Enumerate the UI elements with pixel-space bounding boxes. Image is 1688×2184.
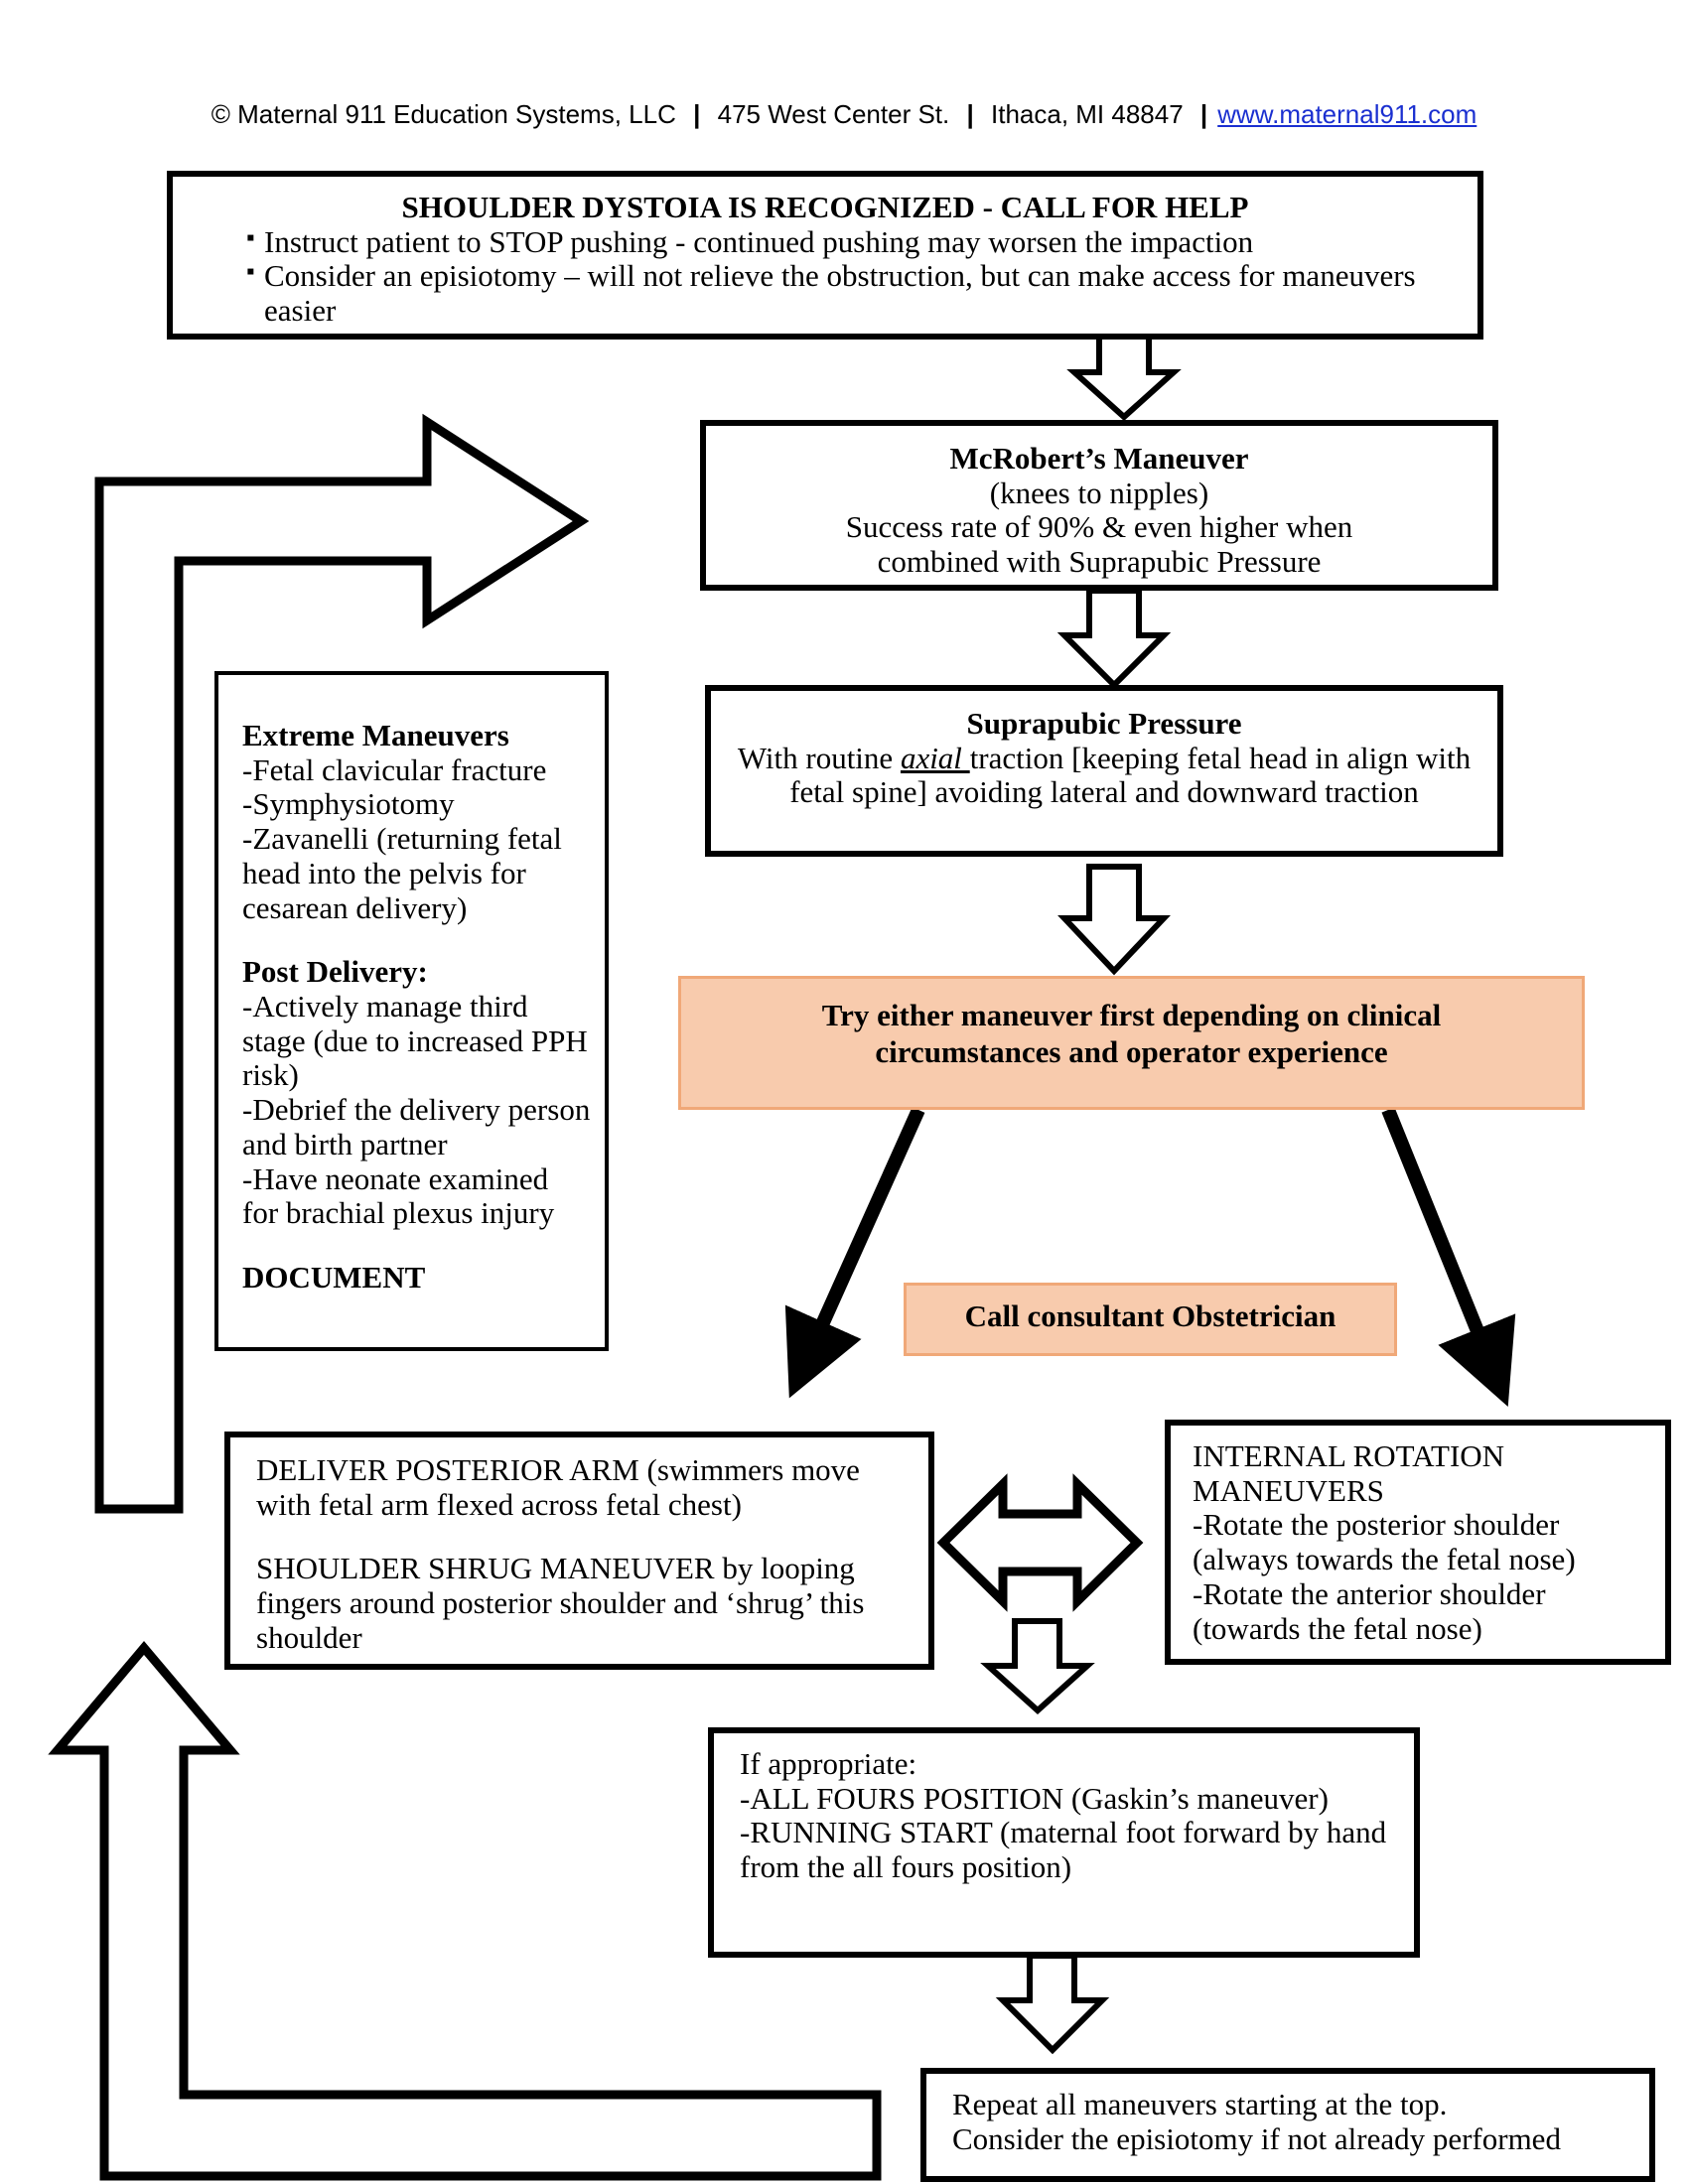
suprapubic-text-start: With routine	[737, 740, 901, 775]
header-separator: |	[1199, 99, 1208, 129]
mcroberts-line2: Success rate of 90% & even higher when c…	[845, 509, 1353, 580]
copyright-text: © Maternal 911 Education Systems, LLC	[211, 99, 676, 129]
left-diagonal-arrow	[784, 1107, 925, 1399]
internal-rotation-item: -Rotate the posterior shoulder (always t…	[1193, 1507, 1576, 1577]
try-either-text: Try either maneuver first depending on c…	[821, 998, 1442, 1070]
city-text: Ithaca, MI 48847	[991, 99, 1184, 129]
mcroberts-title: McRobert’s Maneuver	[949, 441, 1249, 476]
recognize-bullet: Instruct patient to STOP pushing - conti…	[173, 224, 1458, 260]
extreme-item: -Fetal clavicular fracture	[242, 751, 547, 787]
posterior-arm-text: DELIVER POSTERIOR ARM (swimmers move wit…	[256, 1452, 860, 1522]
header-separator: |	[966, 99, 974, 129]
suprapubic-emphasis: axial	[900, 740, 970, 775]
down-arrow-5	[995, 1953, 1110, 2055]
down-arrow-3	[1057, 864, 1171, 976]
header-bar: © Maternal 911 Education Systems, LLC | …	[0, 99, 1688, 130]
all-fours-item: -ALL FOURS POSITION (Gaskin’s maneuver)	[740, 1780, 1329, 1816]
double-arrow	[936, 1473, 1144, 1612]
suprapubic-title: Suprapubic Pressure	[966, 706, 1242, 741]
website-link[interactable]: www.maternal911.com	[1217, 99, 1477, 129]
recognize-bullets: Instruct patient to STOP pushing - conti…	[173, 224, 1458, 329]
mcroberts-line1: (knees to nipples)	[989, 475, 1209, 510]
internal-rotation-box: INTERNAL ROTATION MANEUVERS -Rotate the …	[1165, 1420, 1671, 1665]
down-arrow-2	[1056, 588, 1172, 690]
extreme-item: -Zavanelli (returning fetal head into th…	[242, 821, 562, 925]
extreme-title: Extreme Maneuvers	[242, 718, 509, 752]
recognize-bullet: Consider an episiotomy – will not reliev…	[173, 258, 1458, 328]
posterior-arm-box: DELIVER POSTERIOR ARM (swimmers move wit…	[224, 1432, 934, 1670]
recognize-title: SHOULDER DYSTOIA IS RECOGNIZED - CALL FO…	[401, 190, 1249, 224]
shoulder-shrug-text: SHOULDER SHRUG MANEUVER by looping finge…	[256, 1551, 865, 1655]
internal-rotation-title: INTERNAL ROTATION MANEUVERS	[1193, 1438, 1505, 1508]
document-label: DOCUMENT	[242, 1260, 426, 1296]
all-fours-box: If appropriate: -ALL FOURS POSITION (Gas…	[708, 1727, 1420, 1958]
mcroberts-box: McRobert’s Maneuver (knees to nipples) S…	[700, 420, 1498, 591]
try-either-box: Try either maneuver first depending on c…	[678, 976, 1585, 1110]
extreme-item: -Symphysiotomy	[242, 786, 455, 822]
post-delivery-item: -Actively manage third stage (due to inc…	[242, 989, 588, 1093]
header-separator: |	[693, 99, 701, 129]
post-delivery-item: -Have neonate examined for brachial plex…	[242, 1160, 555, 1231]
return-arrow-lower	[48, 1641, 882, 2181]
right-diagonal-arrow	[1381, 1107, 1516, 1407]
recognize-box: SHOULDER DYSTOIA IS RECOGNIZED - CALL FO…	[167, 171, 1483, 340]
repeat-line2: Consider the episiotomy if not already p…	[952, 2120, 1561, 2156]
return-arrow-upper	[94, 413, 590, 1514]
consultant-box: Call consultant Obstetrician	[904, 1283, 1397, 1356]
suprapubic-text-end: traction [keeping fetal head in align wi…	[789, 740, 1472, 810]
extreme-maneuvers-box: Extreme Maneuvers -Fetal clavicular frac…	[214, 671, 609, 1351]
internal-rotation-item: -Rotate the anterior shoulder (towards t…	[1193, 1575, 1546, 1646]
consultant-text: Call consultant Obstetrician	[964, 1298, 1336, 1333]
all-fours-intro: If appropriate:	[740, 1746, 917, 1781]
post-delivery-title: Post Delivery:	[242, 954, 428, 990]
all-fours-item: -RUNNING START (maternal foot forward by…	[740, 1815, 1387, 1885]
suprapubic-text: With routine axial traction [keeping fet…	[731, 740, 1477, 810]
repeat-line1: Repeat all maneuvers starting at the top…	[952, 2087, 1448, 2121]
down-arrow-1	[1066, 325, 1182, 422]
down-arrow-4	[980, 1618, 1095, 1715]
address-text: 475 West Center St.	[717, 99, 950, 129]
repeat-box: Repeat all maneuvers starting at the top…	[920, 2068, 1655, 2182]
post-delivery-item: -Debrief the delivery person and birth p…	[242, 1092, 591, 1161]
suprapubic-box: Suprapubic Pressure With routine axial t…	[705, 685, 1503, 857]
